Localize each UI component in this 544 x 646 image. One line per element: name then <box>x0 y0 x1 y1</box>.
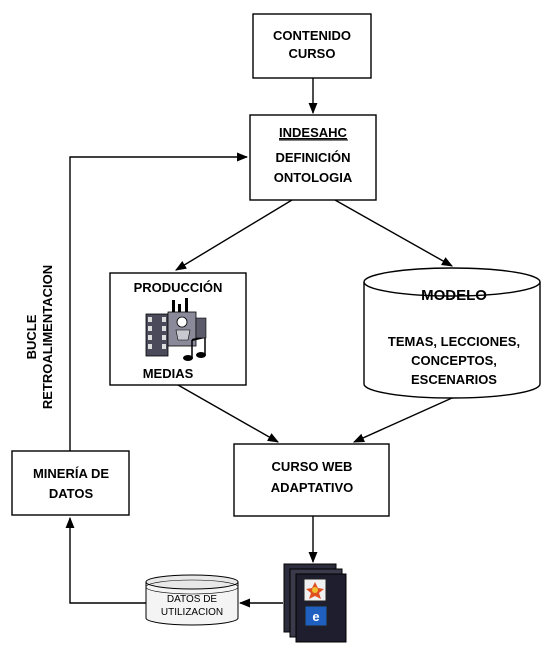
curso-web-line1: CURSO WEB <box>272 459 353 474</box>
modelo-line1: TEMAS, LECCIONES, <box>388 334 520 349</box>
indesahc-title: INDESAHC <box>279 125 348 140</box>
indesahc-line2: ONTOLOGIA <box>274 170 353 185</box>
produccion-subtitle: MEDIAS <box>143 366 194 381</box>
modelo-database: MODELO TEMAS, LECCIONES, CONCEPTOS, ESCE… <box>363 267 541 399</box>
curso-web-box: CURSO WEB ADAPTATIVO <box>233 443 390 517</box>
datos-utilizacion-line1: DATOS DE <box>167 594 218 605</box>
indesahc-box: INDESAHC DEFINICIÓN ONTOLOGIA <box>249 114 377 201</box>
modelo-title: MODELO <box>421 287 487 304</box>
produccion-medias-box: PRODUCCIÓN MEDIAS <box>109 272 247 386</box>
modelo-line3: ESCENARIOS <box>411 372 497 387</box>
datos-utilizacion-database: DATOS DE UTILIZACION <box>145 574 239 626</box>
arrow-mineria-to-indesahc <box>69 152 249 451</box>
contenido-line1: CONTENIDO <box>273 28 351 43</box>
contenido-line2: CURSO <box>289 46 336 61</box>
curso-web-line2: ADAPTATIVO <box>271 480 354 495</box>
arrow-modelo-to-curso <box>352 397 453 443</box>
produccion-title: PRODUCCIÓN <box>134 280 223 295</box>
browser-e-glyph: e <box>312 609 319 624</box>
contenido-curso-box: CONTENIDO CURSO <box>252 13 372 79</box>
feedback-loop-label: BUCLE RETROALIMENTACION <box>24 265 55 409</box>
mineria-datos-box: MINERÍA DE DATOS <box>11 450 130 516</box>
film-media-icon <box>145 298 207 361</box>
datos-utilizacion-line2: UTILIZACION <box>161 607 223 618</box>
modelo-line2: CONCEPTOS, <box>411 353 497 368</box>
arrow-produccion-to-curso <box>177 384 279 443</box>
arrow-datos-to-mineria <box>65 516 146 604</box>
mineria-line2: DATOS <box>49 486 94 501</box>
web-pages-icon: e <box>283 563 347 643</box>
indesahc-line1: DEFINICIÓN <box>275 150 350 165</box>
feedback-line2: RETROALIMENTACION <box>40 265 55 409</box>
arrow-indesahc-to-modelo <box>334 199 453 267</box>
arrow-indesahc-to-produccion <box>175 199 293 271</box>
mineria-line1: MINERÍA DE <box>33 466 109 481</box>
feedback-line1: BUCLE <box>24 314 39 359</box>
